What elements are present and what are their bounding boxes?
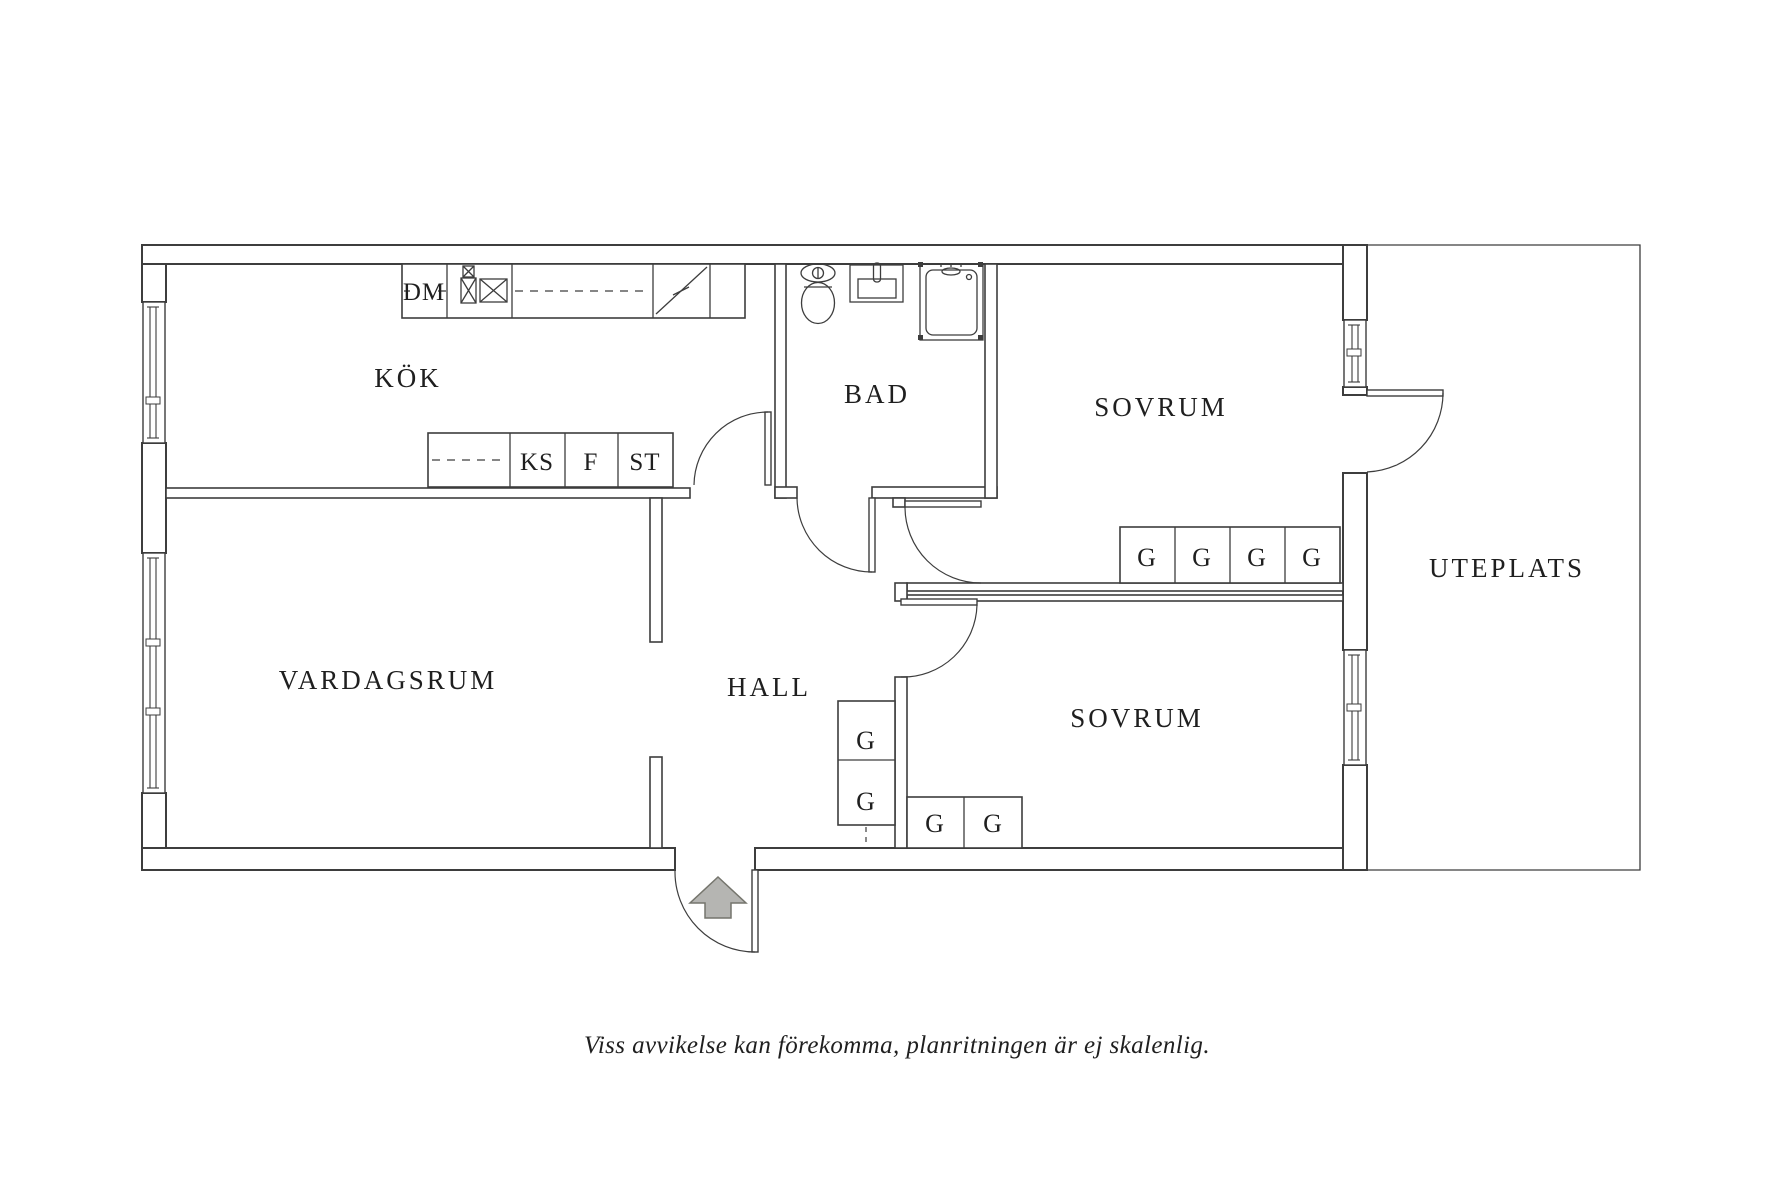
room-label-uteplats: UTEPLATS: [1429, 553, 1585, 583]
window-icon: [142, 301, 166, 444]
doors: [674, 389, 1444, 953]
appliance-label-st: ST: [629, 449, 660, 476]
wardrobe-label: G: [1137, 543, 1157, 572]
wardrobe-stack-hall: [837, 700, 896, 846]
wall-bedroom2-west: [894, 676, 908, 849]
toilet-icon: [800, 263, 836, 325]
wall-livingroom-east-upper: [649, 497, 663, 643]
window-icon: [1343, 649, 1367, 766]
exterior-walls: [141, 244, 1641, 871]
room-label-sovrum-bottom: SOVRUM: [1070, 703, 1204, 733]
disclaimer-caption: Viss avvikelse kan förekomma, planritnin…: [584, 1032, 1210, 1059]
kitchen-counters: [401, 263, 746, 488]
shower-icon: [918, 262, 984, 341]
kitchen-counter-top: [401, 263, 746, 319]
door-bathroom: [796, 497, 876, 573]
bathroom-fixtures: [800, 262, 984, 341]
wall-bottom-a: [141, 847, 676, 871]
wardrobe-label: G: [1302, 543, 1322, 572]
wardrobe-label: G: [856, 787, 876, 816]
wardrobe-label: G: [1247, 543, 1267, 572]
wall-kitchen-bath: [774, 263, 787, 499]
room-label-sovrum-top: SOVRUM: [1094, 392, 1228, 422]
window-icon: [142, 552, 166, 794]
wardrobes: [837, 526, 1341, 849]
wall-left-a: [141, 263, 167, 303]
door-bedroom-top: [904, 500, 982, 584]
door-entrance: [674, 869, 759, 953]
room-label-hall: HALL: [727, 672, 811, 702]
door-bedroom-bottom: [900, 598, 978, 678]
wardrobe-label: G: [925, 809, 945, 838]
wall-top: [141, 244, 1368, 265]
appliance-label-f: F: [584, 449, 599, 476]
door-kitchen: [693, 411, 772, 486]
entrance-arrow-icon: [688, 875, 748, 919]
wardrobe-label: G: [1192, 543, 1212, 572]
windows: [142, 301, 1367, 794]
wall-doublewall-stub: [894, 582, 908, 602]
door-patio: [1366, 389, 1444, 473]
kitchen-counter-bottom: [427, 432, 674, 488]
kitchen-sink-icon: [460, 265, 508, 304]
wall-jamb-stub: [892, 497, 906, 508]
window-icon: [1343, 319, 1367, 388]
wall-bath-bedroom: [984, 263, 998, 499]
room-label-vardagsrum: VARDAGSRUM: [279, 665, 498, 695]
appliance-label-ks: KS: [520, 449, 554, 476]
room-label-bad: BAD: [844, 379, 910, 409]
wardrobe-row-bedroom-top: [1119, 526, 1341, 584]
appliance-label-dm: DM: [403, 279, 445, 306]
patio-boundary: [1367, 244, 1641, 871]
room-label-kok: KÖK: [374, 363, 442, 393]
wall-right-d: [1342, 764, 1368, 871]
stove-icon: [655, 266, 708, 315]
wall-kitchen-south: [165, 487, 691, 499]
wardrobe-label: G: [856, 726, 876, 755]
wall-right-b: [1342, 386, 1368, 396]
wall-right-c: [1342, 472, 1368, 651]
wall-bedroom1-south: [906, 582, 1344, 592]
wardrobe-pair-bedroom-bottom: [906, 796, 1023, 849]
wall-bath-south-right: [871, 486, 998, 499]
wall-livingroom-east-lower: [649, 756, 663, 849]
labels: KÖK BAD SOVRUM VARDAGSRUM HALL SOVRUM UT…: [279, 279, 1585, 1059]
wall-bottom-b: [754, 847, 1368, 871]
wall-left-b: [141, 442, 167, 554]
wall-bath-south-left: [774, 486, 798, 499]
wardrobe-label: G: [983, 809, 1003, 838]
wall-right-a: [1342, 244, 1368, 321]
washbasin-icon: [849, 262, 904, 303]
